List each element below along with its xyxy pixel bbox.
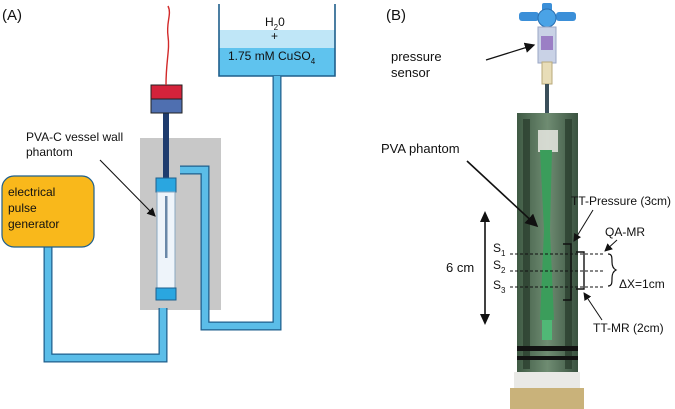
vessel-label-arrow (99, 159, 156, 217)
panel-a-letter: (A) (2, 7, 22, 24)
pressure-sensor-arrow (485, 42, 536, 61)
generator-label-line2: pulse (8, 201, 37, 215)
phantom-photo (510, 113, 584, 409)
tt-mr-bracket (576, 251, 585, 290)
tt-mr-arrow (583, 292, 603, 321)
tt-pressure-bracket (563, 243, 572, 301)
pressure-sensor-photo (519, 3, 576, 114)
height-arrow-top (480, 211, 490, 222)
red-wire (165, 5, 171, 86)
tt-pressure-label: TT-Pressure (3cm) (571, 194, 671, 208)
tt-pressure-arrow (573, 209, 594, 242)
pressure-sensor-label-line1: pressure (391, 49, 442, 64)
pressure-catheter-shaft (163, 112, 169, 178)
cap-blue (150, 98, 183, 114)
generator-label-line1: electrical (8, 185, 55, 199)
dx-label: ΔX=1cm (619, 277, 665, 291)
pva-phantom-arrow (466, 160, 539, 228)
height-arrow-bottom (480, 314, 490, 325)
tank-solution-label: 1.75 mM CuSO4 (228, 49, 316, 66)
tank-water (219, 46, 335, 76)
qa-mr-label: QA-MR (605, 225, 645, 239)
vessel-label-line1: PVA-C vessel wall (26, 130, 123, 144)
cap-red (150, 84, 183, 101)
panel-b: (B) pressure sensor (381, 3, 671, 409)
water-tank: H20 + 1.75 mM CuSO4 (218, 4, 336, 77)
slice-label-1: S1 (493, 241, 506, 258)
pva-vessel-phantom (155, 177, 177, 301)
pulse-generator (1, 175, 95, 248)
panel-b-letter: (B) (386, 7, 406, 24)
tank-water-fade (219, 30, 335, 48)
slice-label-3: S3 (493, 278, 506, 295)
pressure-sensor-label-line2: sensor (391, 65, 431, 80)
vessel-label-line2: phantom (26, 145, 73, 159)
tt-mr-label: TT-MR (2cm) (593, 321, 664, 335)
generator-label-line3: generator (8, 217, 59, 231)
panel-a: (A) H20 + 1.75 mM CuSO4 (1, 4, 336, 363)
dx-brace (607, 253, 618, 287)
tank-water-label: H20 (265, 15, 285, 32)
qa-mr-arrow (604, 239, 618, 252)
slice-label-2: S2 (493, 258, 506, 275)
pva-phantom-label: PVA phantom (381, 141, 460, 156)
tank-plus: + (271, 29, 278, 43)
height-label: 6 cm (446, 260, 474, 275)
